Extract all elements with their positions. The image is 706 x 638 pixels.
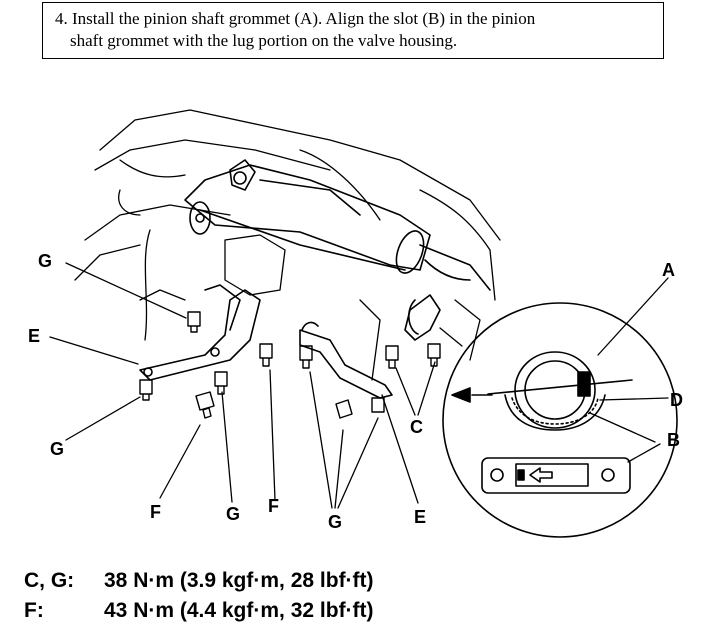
instruction-line-2: shaft grommet with the lug portion on th… (70, 31, 458, 50)
instruction-line-1: 4. Install the pinion shaft grommet (A).… (55, 9, 536, 28)
callout-d: D (670, 390, 683, 410)
callout-g-left: G (50, 439, 64, 459)
torque-spec-row: C, G: 38 N·m (3.9 kgf·m, 28 lbf·ft) (24, 569, 374, 593)
callout-g-top: G (38, 251, 52, 271)
torque-spec-value: 38 N·m (3.9 kgf·m, 28 lbf·ft) (104, 569, 374, 592)
grommet-detail-circle (442, 302, 678, 538)
torque-spec-value: 43 N·m (4.4 kgf·m, 32 lbf·ft) (104, 599, 374, 622)
callout-b: B (667, 430, 680, 450)
callout-f-left: F (150, 502, 161, 522)
right-clamp-bracket (299, 294, 441, 399)
subframe-illustration (74, 109, 501, 381)
callout-g-mid: G (226, 504, 240, 524)
callout-e-left: E (28, 326, 40, 346)
callout-e-right: E (414, 507, 426, 527)
callout-labels: G E G F G F G E C A D B (28, 251, 683, 532)
callout-g-bottom: G (328, 512, 342, 532)
instruction-box: 4. Install the pinion shaft grommet (A).… (42, 2, 664, 59)
bolts (139, 311, 441, 419)
steering-rack-diagram: G E G F G F G E C A D B (28, 109, 683, 538)
callout-f-mid: F (268, 496, 279, 516)
left-clamp-bracket (139, 284, 261, 381)
torque-spec-label: F: (24, 599, 44, 622)
callout-c: C (410, 417, 423, 437)
leader-lines (49, 262, 669, 509)
torque-spec-row: F: 43 N·m (4.4 kgf·m, 32 lbf·ft) (24, 599, 374, 623)
torque-spec-label: C, G: (24, 569, 75, 592)
callout-a: A (662, 260, 675, 280)
rack-housing (184, 159, 491, 291)
